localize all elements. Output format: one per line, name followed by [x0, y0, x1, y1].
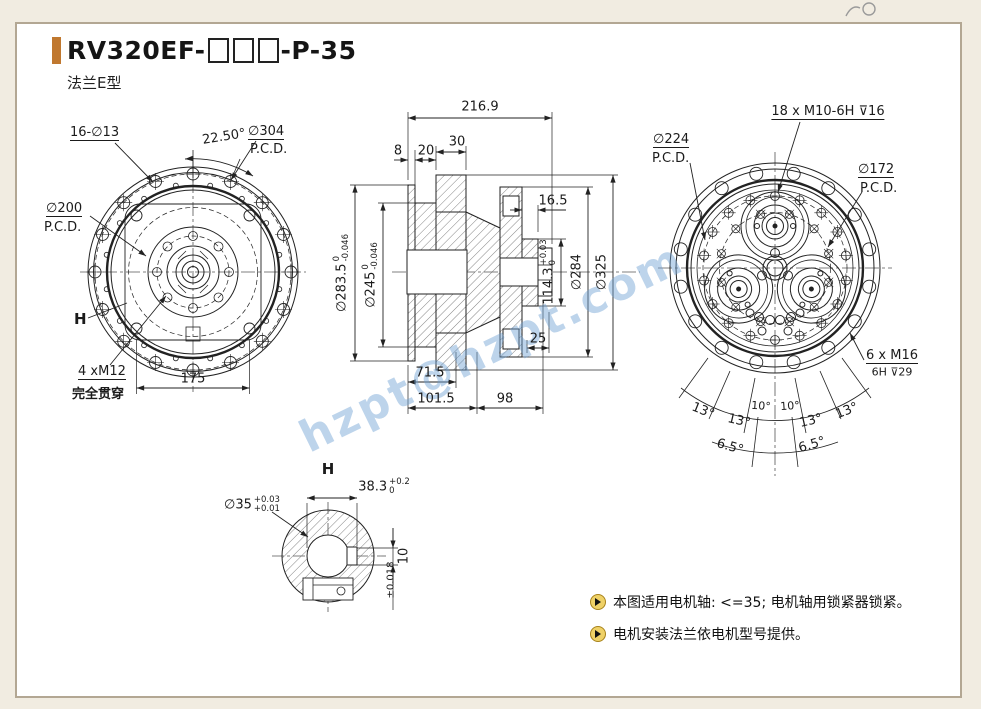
section-view-drawing: [350, 112, 640, 414]
title-accent-bar: [52, 37, 61, 64]
rear-pcd172-sub: P.C.D.: [860, 181, 898, 196]
note-2-text: 电机安装法兰依电机型号提供。: [613, 627, 809, 643]
keyway-section-title: H: [321, 460, 335, 478]
model-digit-box-1: [207, 38, 229, 63]
dim-dia284: ∅284: [569, 253, 585, 291]
front-tap-label: 4 xM12: [78, 364, 126, 380]
rear-pcd224-sub: P.C.D.: [652, 151, 690, 166]
front-view-drawing: [80, 140, 306, 394]
dim-30: 30: [448, 134, 466, 150]
planet-gears: [704, 191, 846, 324]
page-subtitle: 法兰E型: [67, 74, 122, 92]
front-pcd304-sub: P.C.D.: [250, 142, 288, 157]
keyway-width-tol: ±0.018: [385, 561, 397, 599]
page-title: RV320EF- -P-35: [52, 36, 356, 65]
dim-71-5: 71.5: [415, 365, 445, 381]
rear-view-drawing: [658, 121, 892, 476]
note-bullet-icon: [590, 594, 606, 610]
front-section-mark: H: [74, 310, 87, 328]
rear-tap-ring-label: 18 x M10-6H ⊽16: [771, 104, 885, 120]
model-digit-box-2: [232, 38, 254, 63]
note-bullet-icon: [590, 626, 606, 642]
dim-dia325: ∅325: [594, 253, 610, 291]
drawing-panel: [15, 22, 962, 698]
front-tap-note: 完全贯穿: [72, 387, 125, 402]
model-prefix: RV320EF-: [67, 36, 206, 65]
corner-decoration-icon: [845, 2, 876, 17]
keyway-width-dim: 10: [396, 547, 412, 565]
front-pcd304-label: ∅304: [248, 124, 285, 140]
rear-angle-4: 10°: [779, 398, 801, 414]
dim-25: 25: [529, 331, 547, 347]
rear-tap-bottom-label: 6 x M16: [866, 348, 918, 364]
keyway-bore-dim: ∅35+0.03+0.01: [224, 495, 280, 514]
note-1: 本图适用电机轴: <=35; 电机轴用锁紧器锁紧。: [590, 592, 911, 612]
dim-overall: 216.9: [461, 99, 499, 115]
front-pcd200-label: ∅200: [46, 201, 83, 217]
dim-98: 98: [496, 391, 514, 407]
dim-101-5: 101.5: [417, 391, 455, 407]
rear-angle-3: 10°: [750, 398, 772, 414]
model-suffix: -P-35: [280, 36, 357, 65]
front-pcd200-sub: P.C.D.: [44, 220, 82, 235]
note-2: 电机安装法兰依电机型号提供。: [590, 624, 809, 644]
dim-20: 20: [417, 143, 435, 159]
dim-16-5: 16.5: [538, 193, 568, 209]
rear-pcd224-label: ∅224: [653, 132, 690, 148]
rear-tap-bottom-depth: 6H ⊽29: [871, 365, 913, 379]
note-1-text: 本图适用电机轴: <=35; 电机轴用锁紧器锁紧。: [613, 595, 911, 611]
rear-pcd172-label: ∅172: [858, 162, 895, 178]
keyway-view-drawing: [271, 495, 398, 612]
front-width-dim: 175: [180, 371, 206, 387]
front-bolt-holes-label: 16-∅13: [70, 125, 120, 141]
dim-8: 8: [393, 143, 403, 159]
model-digit-box-3: [257, 38, 279, 63]
